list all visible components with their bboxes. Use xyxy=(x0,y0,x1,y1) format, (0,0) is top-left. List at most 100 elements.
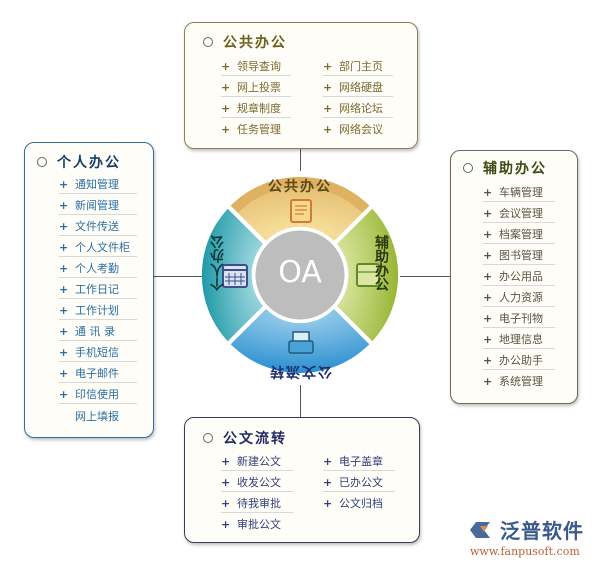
public-office-box: 公共办公 +领导查询 +网上投票 +规章制度 +任务管理 +部门主页 +网络硬盘… xyxy=(184,22,418,149)
list-item[interactable]: +网络会议 xyxy=(323,121,393,139)
item-label: 新闻管理 xyxy=(75,199,119,212)
item-label: 通 讯 录 xyxy=(75,325,115,338)
list-item[interactable]: +网络硬盘 xyxy=(323,79,393,97)
item-label: 人力资源 xyxy=(499,291,543,304)
list-item[interactable]: +电子盖章 xyxy=(323,453,395,471)
list-item[interactable]: + 地理信息 xyxy=(483,331,555,349)
list-item[interactable]: + 规章制度 xyxy=(221,100,291,118)
list-item[interactable]: +领导查询 xyxy=(221,58,291,76)
document-flow-title: 公文流转 xyxy=(203,428,287,448)
item-label: 会议管理 xyxy=(499,207,543,220)
personal-office-box: 个人办公 +通知管理 +新闻管理 +文件传送 +个人文件柜 +个人考勤 +工作日… xyxy=(24,142,154,438)
item-label: 地理信息 xyxy=(499,333,543,346)
plus-icon: + xyxy=(323,60,333,73)
public-office-title: 公共办公 xyxy=(203,32,287,52)
list-item[interactable]: +印信使用 xyxy=(59,386,137,404)
item-label: 个人考勤 xyxy=(75,262,119,275)
item-label: 电子邮件 xyxy=(75,367,119,380)
connector-left xyxy=(153,276,203,277)
center-label: OA xyxy=(278,255,322,290)
list-item[interactable]: +文件传送 xyxy=(59,218,137,236)
item-label: 部门主页 xyxy=(339,60,383,73)
list-item[interactable]: +收发公文 xyxy=(221,474,293,492)
plus-icon: + xyxy=(59,220,69,233)
list-item[interactable]: +个人文件柜 xyxy=(59,239,137,257)
list-item[interactable]: +新建公文 xyxy=(221,453,293,471)
list-item[interactable]: + 部门主页 xyxy=(323,58,393,76)
segment-bottom-label: 公文流转 xyxy=(268,363,332,379)
plus-icon: + xyxy=(59,241,69,254)
item-label: 收发公文 xyxy=(237,476,281,489)
item-label: 任务管理 xyxy=(237,123,281,136)
list-item[interactable]: +办公用品 xyxy=(483,268,555,286)
list-item[interactable]: + 会议管理 xyxy=(483,205,555,223)
item-label: 规章制度 xyxy=(237,102,281,115)
list-item[interactable]: + 网络论坛 xyxy=(323,100,393,118)
list-item[interactable]: +手机短信 xyxy=(59,344,137,362)
plus-icon: + xyxy=(323,123,333,136)
list-item[interactable]: +已办公文 xyxy=(323,474,395,492)
list-item[interactable]: 网上填报 xyxy=(75,408,137,426)
item-label: 手机短信 xyxy=(75,346,119,359)
item-label: 已办公文 xyxy=(339,476,383,489)
list-item[interactable]: +车辆管理 xyxy=(483,184,555,202)
list-item[interactable]: +工作计划 xyxy=(59,302,137,320)
public-office-title-text: 公共办公 xyxy=(223,35,287,51)
list-item[interactable]: +审批公文 xyxy=(221,516,293,534)
list-item[interactable]: + 任务管理 xyxy=(221,121,291,139)
plus-icon: + xyxy=(59,178,69,191)
plus-icon: + xyxy=(221,102,231,115)
list-item[interactable]: + 公文归档 xyxy=(323,495,395,513)
plus-icon: + xyxy=(483,207,493,220)
logo: 泛普软件 www.fanpusoft.com xyxy=(470,515,584,558)
plus-icon: + xyxy=(483,270,493,283)
item-label: 公文归档 xyxy=(339,497,383,510)
item-label: 网络论坛 xyxy=(339,102,383,115)
plus-icon: + xyxy=(323,497,333,510)
plus-icon: + xyxy=(483,375,493,388)
list-item[interactable]: + 人力资源 xyxy=(483,289,555,307)
plus-icon: + xyxy=(221,81,231,94)
list-item[interactable]: + 系统管理 xyxy=(483,373,555,391)
auxiliary-office-title-text: 辅助办公 xyxy=(483,161,547,177)
personal-office-title: 个人办公 xyxy=(37,152,121,172)
list-item[interactable]: + 个人考勤 xyxy=(59,260,137,278)
list-item[interactable]: +办公助手 xyxy=(483,352,555,370)
item-label: 电子刊物 xyxy=(499,312,543,325)
plus-icon: + xyxy=(483,333,493,346)
circle-bullet-icon xyxy=(203,433,213,443)
list-item[interactable]: +通知管理 xyxy=(59,176,137,194)
list-item[interactable]: + 通 讯 录 xyxy=(59,323,137,341)
plus-icon: + xyxy=(323,102,333,115)
printer-icon xyxy=(288,331,314,354)
plus-icon: + xyxy=(221,123,231,136)
item-label: 图书管理 xyxy=(499,249,543,262)
list-item[interactable]: +图书管理 xyxy=(483,247,555,265)
list-item[interactable]: +电子刊物 xyxy=(483,310,555,328)
auxiliary-office-title: 辅助办公 xyxy=(463,158,547,178)
circle-bullet-icon xyxy=(203,37,213,47)
item-label: 电子盖章 xyxy=(339,455,383,468)
item-label: 工作日记 xyxy=(75,283,119,296)
item-label: 工作计划 xyxy=(75,304,119,317)
item-label: 系统管理 xyxy=(499,375,543,388)
list-item[interactable]: +电子邮件 xyxy=(59,365,137,383)
list-item[interactable]: +网上投票 xyxy=(221,79,291,97)
personal-office-title-text: 个人办公 xyxy=(57,155,121,171)
list-item[interactable]: +档案管理 xyxy=(483,226,555,244)
item-label: 网上填报 xyxy=(75,410,119,423)
list-item[interactable]: +新闻管理 xyxy=(59,197,137,215)
plus-icon: + xyxy=(59,325,69,338)
list-item[interactable]: +待我审批 xyxy=(221,495,293,513)
plus-icon: + xyxy=(323,81,333,94)
plus-icon: + xyxy=(483,291,493,304)
list-item[interactable]: +工作日记 xyxy=(59,281,137,299)
item-label: 审批公文 xyxy=(237,518,281,531)
oa-wheel xyxy=(201,176,399,374)
logo-url: www.fanpusoft.com xyxy=(470,545,580,558)
item-label: 新建公文 xyxy=(237,455,281,468)
document-flow-title-text: 公文流转 xyxy=(223,431,287,447)
item-label: 领导查询 xyxy=(237,60,281,73)
plus-icon: + xyxy=(59,262,69,275)
plus-icon: + xyxy=(483,354,493,367)
